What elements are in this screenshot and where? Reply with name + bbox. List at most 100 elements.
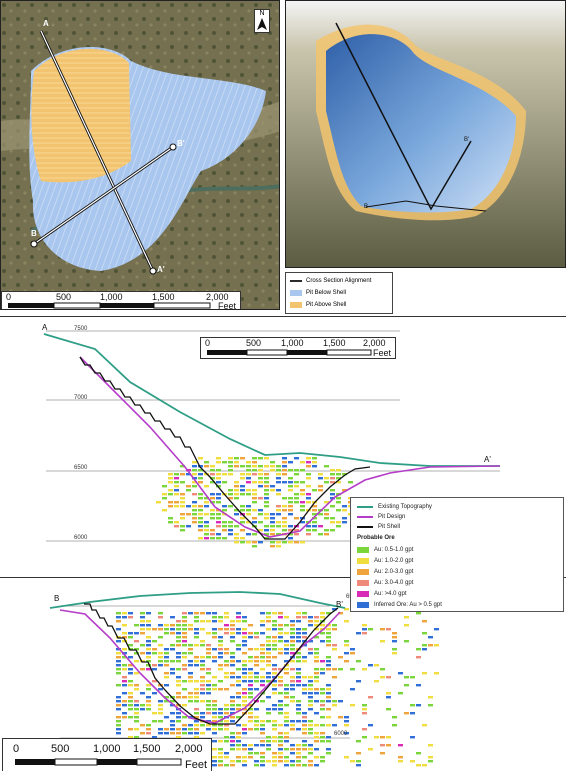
ore-block (254, 676, 259, 679)
ore-block (306, 497, 311, 500)
ore-block (260, 668, 265, 671)
ore-block (296, 652, 301, 655)
ore-block (248, 692, 253, 695)
ore-block (192, 493, 197, 496)
ore-block (302, 764, 307, 767)
ore-block (272, 676, 277, 679)
3d-section-b-prime-label: B' (464, 137, 470, 143)
ore-block (236, 620, 241, 623)
ore-block (296, 712, 301, 715)
ore-block (288, 501, 293, 504)
ore-block (422, 764, 427, 767)
ore-block (140, 652, 145, 655)
ore-block (302, 720, 307, 723)
elevation-7500: 7500 (74, 326, 88, 332)
ore-block (416, 704, 421, 707)
ore-block (318, 533, 323, 536)
ore-block (260, 724, 265, 727)
ore-block (242, 692, 247, 695)
ore-block (290, 668, 295, 671)
ore-block (128, 700, 133, 703)
ore-block (134, 720, 139, 723)
ore-block (122, 684, 127, 687)
ore-block (210, 501, 215, 504)
ore-block (276, 513, 281, 516)
ore-block (188, 732, 193, 735)
ore-block (230, 636, 235, 639)
ore-block (330, 529, 335, 532)
ore-block (252, 517, 257, 520)
ore-block (264, 533, 269, 536)
ore-block (134, 736, 139, 739)
ore-block (224, 676, 229, 679)
ore-block (200, 660, 205, 663)
ore-block (230, 708, 235, 711)
ore-block (278, 760, 283, 763)
ore-block (404, 684, 409, 687)
ore-block (264, 481, 269, 484)
ore-block (404, 640, 409, 643)
ore-block (312, 461, 317, 464)
ore-block (176, 680, 181, 683)
ore-block (248, 688, 253, 691)
ore-block (230, 704, 235, 707)
ore-block (188, 664, 193, 667)
ore-block (180, 501, 185, 504)
ore-block (210, 517, 215, 520)
ore-block (236, 760, 241, 763)
ore-block (248, 728, 253, 731)
ore-block (392, 636, 397, 639)
ore-block (290, 748, 295, 751)
ore-block (192, 505, 197, 508)
ore-block (174, 489, 179, 492)
ore-block (218, 636, 223, 639)
ore-block (320, 616, 325, 619)
ore-block (216, 521, 221, 524)
ore-block (170, 672, 175, 675)
ore-block (252, 481, 257, 484)
ore-block (296, 632, 301, 635)
ore-block (302, 628, 307, 631)
ore-block (182, 640, 187, 643)
ore-block (266, 612, 271, 615)
ore-block (234, 485, 239, 488)
ore-block (306, 485, 311, 488)
ore-block (134, 704, 139, 707)
ore-block (326, 716, 331, 719)
ore-block (212, 688, 217, 691)
ore-block (230, 620, 235, 623)
ore-block (236, 732, 241, 735)
ore-block (236, 748, 241, 751)
ore-block (164, 660, 169, 663)
ore-block (194, 656, 199, 659)
ore-block (380, 752, 385, 755)
ore-block (284, 668, 289, 671)
ore-block (182, 632, 187, 635)
ore-block (146, 668, 151, 671)
ore-block (168, 517, 173, 520)
ore-block (282, 509, 287, 512)
ore-block (188, 628, 193, 631)
ore-block (170, 616, 175, 619)
ore-block (128, 680, 133, 683)
ore-block (212, 724, 217, 727)
ore-block (198, 465, 203, 468)
ore-block (288, 541, 293, 544)
ore-block (206, 632, 211, 635)
ore-block (134, 672, 139, 675)
ore-block (216, 533, 221, 536)
ore-block (236, 648, 241, 651)
ore-block (200, 668, 205, 671)
ore-block (252, 469, 257, 472)
ore-block (134, 700, 139, 703)
ore-block (266, 680, 271, 683)
ore-block (180, 505, 185, 508)
ore-block (128, 644, 133, 647)
ore-block (308, 724, 313, 727)
ore-block (276, 533, 281, 536)
ore-block (284, 672, 289, 675)
ore-block (248, 624, 253, 627)
ore-block (252, 545, 257, 548)
ore-block (254, 680, 259, 683)
ore-block (314, 748, 319, 751)
